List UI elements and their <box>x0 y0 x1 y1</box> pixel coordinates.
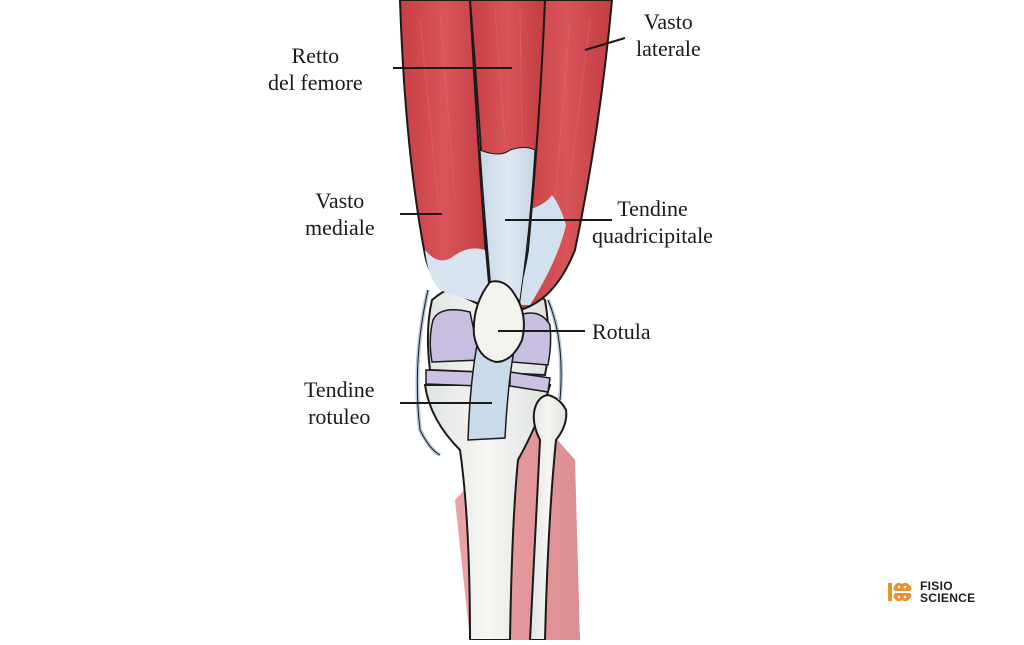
brain-knee-icon <box>888 582 912 602</box>
label-rotula: Rotula <box>592 319 651 344</box>
muscle-fibers <box>419 9 591 221</box>
label-tendine-rotuleo: Tendine rotuleo <box>304 377 375 429</box>
vastus-medialis-muscle <box>398 0 492 312</box>
label-vasto-laterale: Vasto laterale <box>636 9 701 61</box>
label-retto-del-femore: Retto del femore <box>268 43 363 95</box>
label-tendine-quadricipitale: Tendine quadricipitale <box>592 196 713 248</box>
leader-lines <box>393 37 626 404</box>
logo-text: FISIO SCIENCE <box>920 579 976 605</box>
fisio-science-logo: FISIO SCIENCE <box>888 580 975 604</box>
articular-cartilage <box>425 309 552 393</box>
label-vasto-mediale: Vasto mediale <box>305 188 375 240</box>
patella-bone <box>472 280 525 364</box>
leader-line-vasto-laterale <box>584 37 626 51</box>
rectus-femoris-muscle <box>468 0 547 301</box>
vastus-lateralis-muscle <box>518 0 614 312</box>
patellar-tendon <box>467 339 516 441</box>
collateral-ligaments <box>415 289 564 457</box>
